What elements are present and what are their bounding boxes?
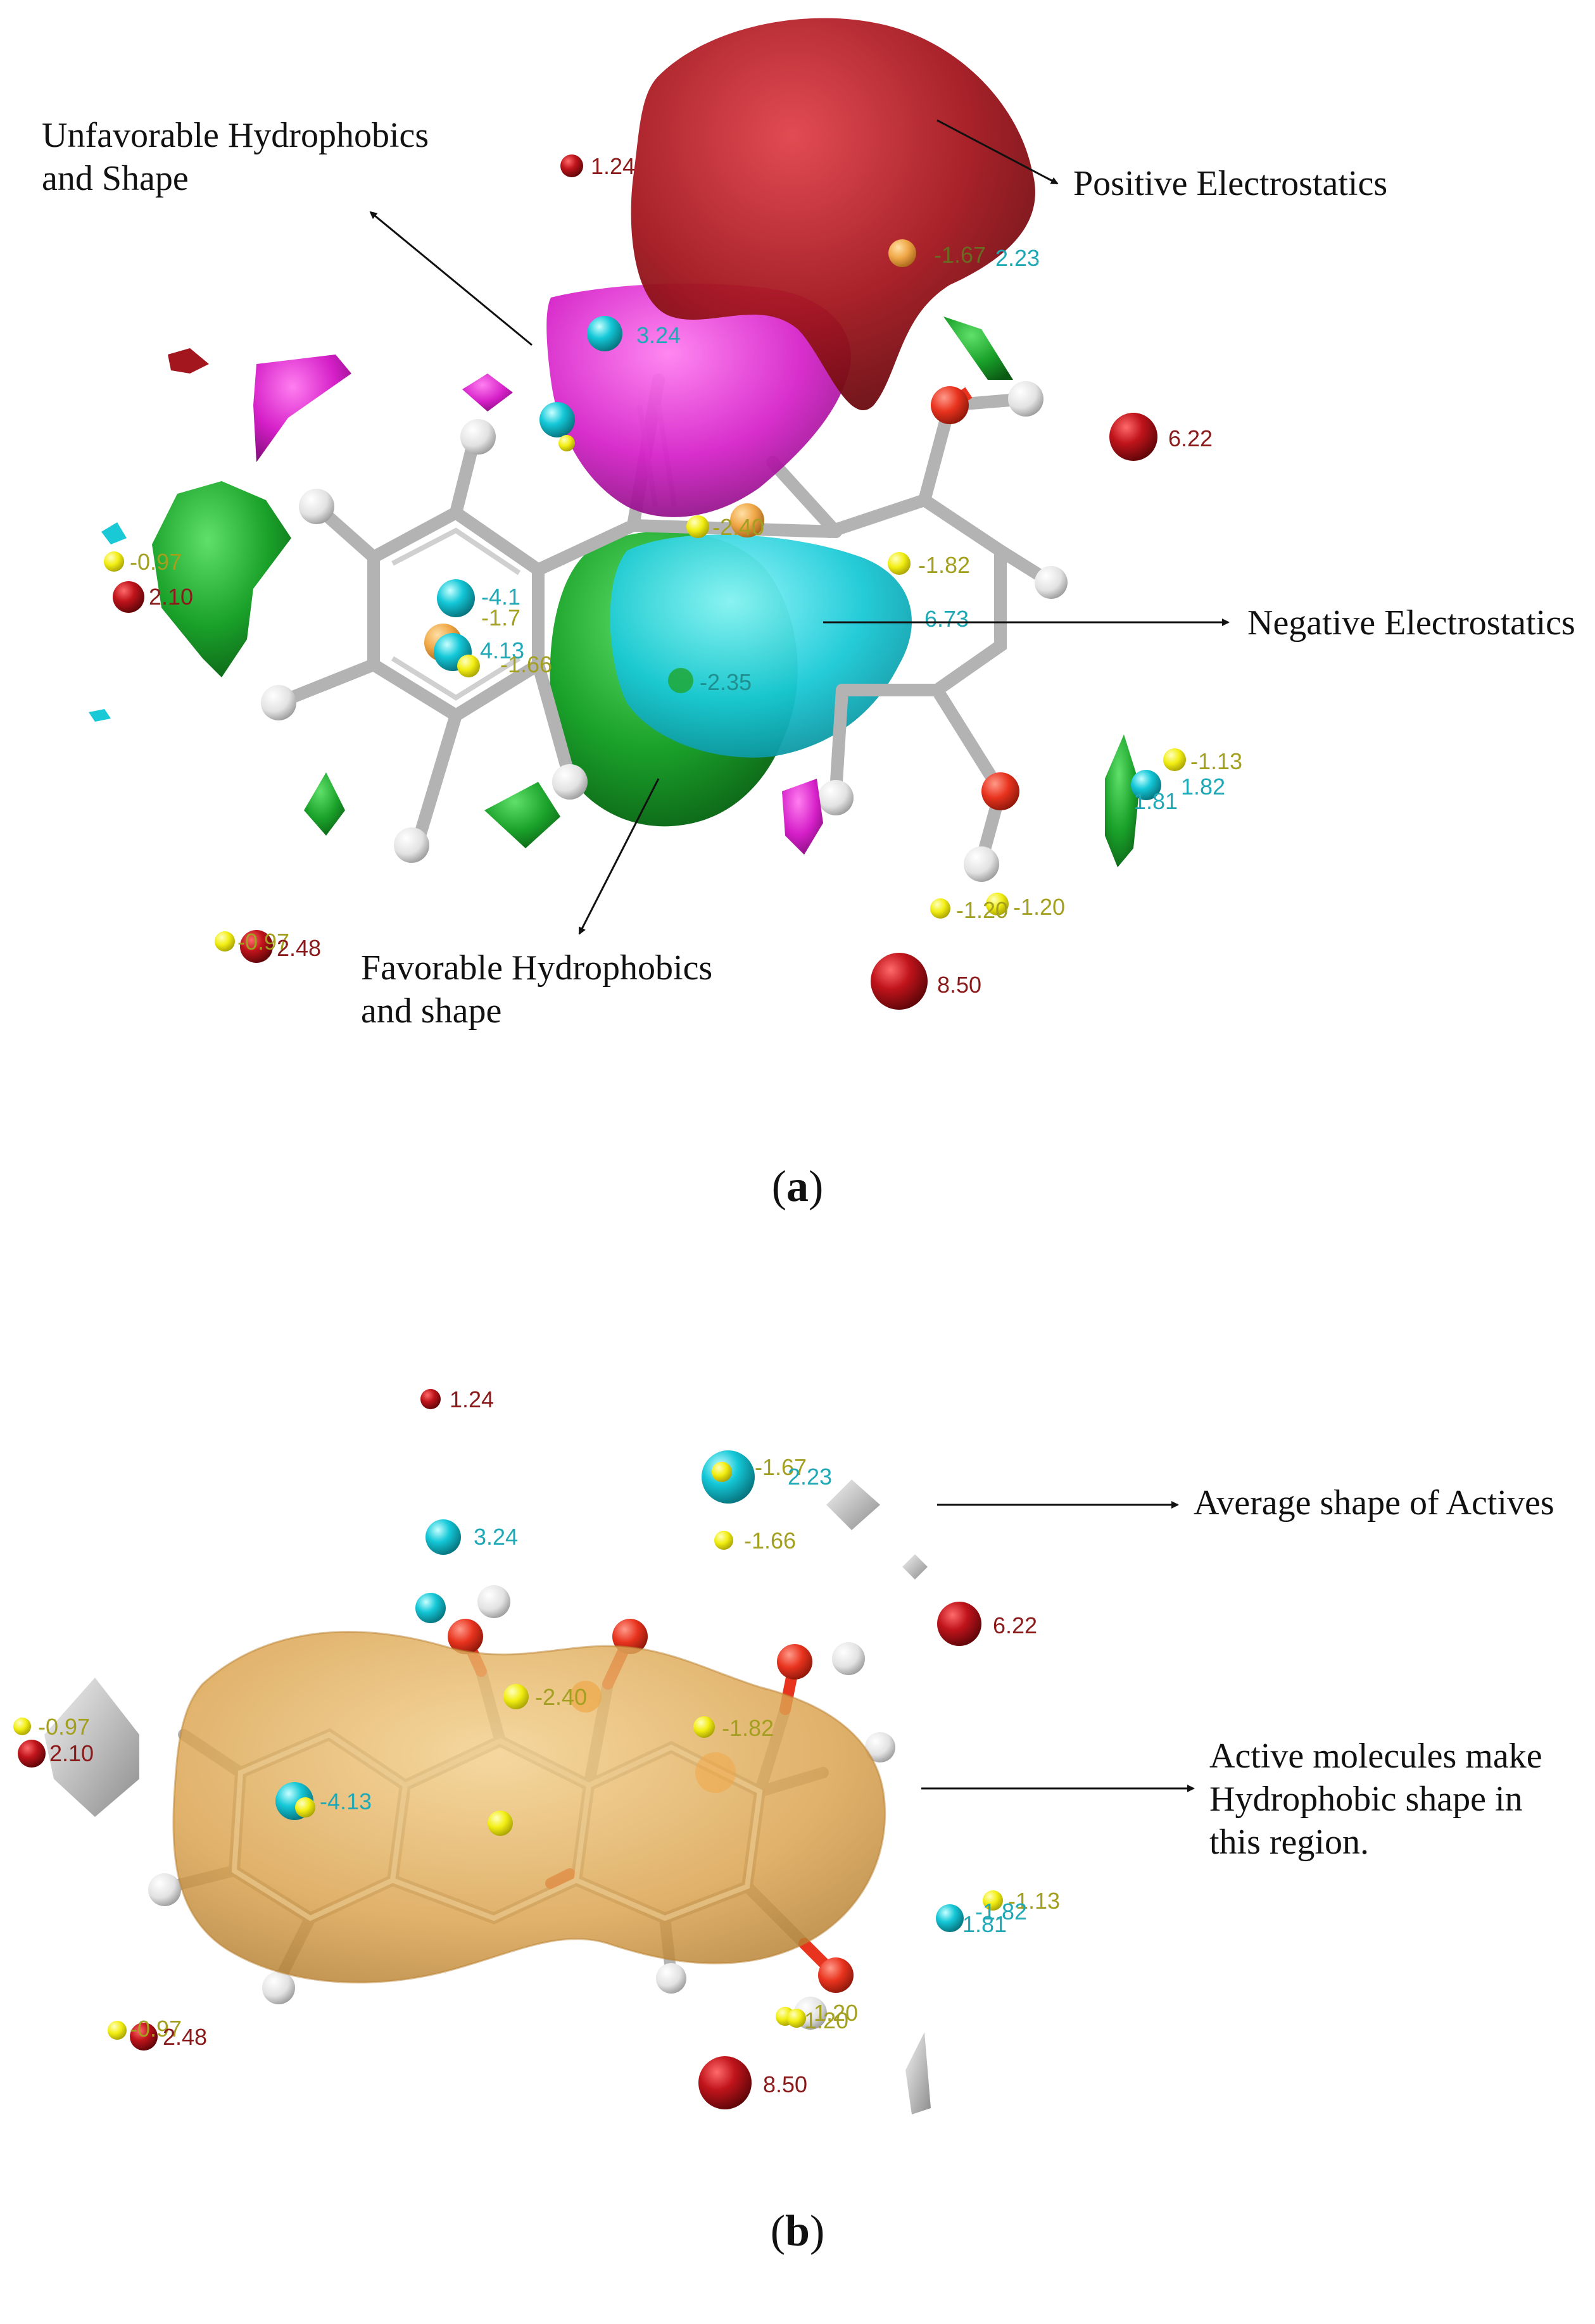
field-value: 1.82 — [1181, 774, 1225, 800]
field-value: 1.20 — [804, 2007, 848, 2033]
callout-arrows-a — [369, 119, 1230, 935]
field-value: 1.24 — [450, 1386, 494, 1412]
field-value: 8.50 — [763, 2071, 807, 2097]
average-shape-contour — [44, 1678, 139, 1817]
oxygen-atoms-b — [448, 1619, 854, 1993]
small-cyan-contour — [89, 709, 111, 722]
field-value: -1.13 — [1008, 1888, 1060, 1914]
field-value: -1.66 — [744, 1528, 796, 1554]
positive-electrostatic-contour — [631, 18, 1035, 411]
small-green-contour — [943, 317, 1013, 380]
average-shape-contour — [826, 1479, 880, 1530]
average-shape-contour — [902, 1554, 928, 1580]
field-points-b — [13, 1389, 1003, 2109]
negative-electrostatic-contour — [610, 534, 912, 758]
small-red-contour — [168, 348, 209, 374]
hydrogen-atoms-b — [148, 1585, 895, 2030]
small-green-contour — [304, 772, 345, 836]
small-cyan-contour — [101, 522, 127, 544]
field-value: -1.67 — [755, 1454, 807, 1480]
field-value: 8.50 — [937, 972, 981, 998]
panel-label-a: (a) — [771, 1162, 824, 1211]
field-value: 2.48 — [277, 935, 321, 961]
unfavorable-hydrophobic-contour — [546, 283, 851, 517]
field-value: 2.23 — [995, 245, 1040, 271]
panel-b-scene: 1.24 -1.67 2.23 3.24 -1.66 6.22 -2.40 -1… — [13, 1386, 1195, 2114]
panel-a-scene: 1.24 3.24 -1.67 2.23 6.22 -0.97 2.10 -4.… — [89, 18, 1242, 1010]
panel-label-b: (b) — [770, 2207, 825, 2256]
field-value: -1.13 — [1190, 748, 1242, 774]
hydrogen-atoms-a — [261, 381, 1068, 882]
small-magenta-contour — [253, 355, 351, 462]
field-value: -1.82 — [722, 1715, 774, 1741]
field-value: -1.82 — [918, 552, 970, 578]
field-value: -0.97 — [130, 549, 182, 575]
oxygen-atoms-a — [931, 386, 1019, 810]
field-value: -2.40 — [712, 514, 764, 540]
small-green-contour — [484, 782, 560, 848]
callout-unfavorable-hydrophobics: Unfavorable Hydrophobics and Shape — [42, 116, 429, 198]
field-value: 3.24 — [636, 322, 681, 348]
field-value: 4.13 — [480, 638, 524, 663]
average-shape-contour — [905, 2032, 931, 2114]
field-value: 2.10 — [49, 1740, 94, 1766]
rings-through-shape — [231, 1731, 763, 1921]
field-value: 2.48 — [163, 2024, 207, 2050]
field-value: -4.1 — [481, 584, 520, 610]
callout-average-shape: Average shape of Actives — [1194, 1483, 1554, 1523]
field-value: -1.82 — [975, 1899, 1027, 1925]
field-value: 6.73 — [924, 606, 969, 632]
field-value: -0.97 — [237, 929, 289, 955]
callout-negative-electrostatics: Negative Electrostatics — [1247, 603, 1575, 643]
callout-active-hydrophobic-region: Active molecules make Hydrophobic shape … — [1209, 1737, 1542, 1862]
field-value: -1.66 — [500, 651, 552, 677]
field-value: 2.10 — [149, 584, 193, 610]
field-value: -1.20 — [956, 897, 1008, 923]
field-value: -2.35 — [700, 669, 752, 695]
small-green-contour — [1105, 734, 1140, 867]
callout-positive-electrostatics: Positive Electrostatics — [1073, 164, 1388, 203]
field-points-a — [104, 154, 1186, 1010]
field-value: -4.13 — [320, 1788, 372, 1814]
field-value: 1.24 — [591, 153, 635, 179]
field-value: 3.24 — [474, 1524, 518, 1550]
field-value: 6.22 — [1168, 425, 1213, 451]
field-value: 1.20 — [814, 2000, 858, 2026]
panel-b: 1.24 -1.67 2.23 3.24 -1.66 6.22 -2.40 -1… — [0, 1291, 1595, 2256]
field-value: -1.20 — [1013, 894, 1065, 920]
small-green-contour — [152, 481, 291, 677]
field-value: 2.23 — [788, 1464, 832, 1490]
small-magenta-contour — [462, 374, 513, 411]
field-value: 6.22 — [993, 1612, 1037, 1638]
field-value: 1.81 — [962, 1911, 1007, 1937]
field-value: -1.67 — [934, 242, 986, 268]
panel-a: 1.24 3.24 -1.67 2.23 6.22 -0.97 2.10 -4.… — [0, 0, 1595, 1211]
small-magenta-contour — [782, 779, 823, 855]
field-value: -0.97 — [130, 2016, 182, 2042]
callout-arrows-b — [921, 1501, 1195, 1792]
callout-favorable-hydrophobics: Favorable Hydrophobics and shape — [361, 948, 713, 1031]
field-value: -1.7 — [481, 605, 520, 631]
field-value: -0.97 — [38, 1714, 90, 1740]
field-value: 1.81 — [1133, 788, 1178, 814]
field-value: -2.40 — [535, 1684, 587, 1710]
